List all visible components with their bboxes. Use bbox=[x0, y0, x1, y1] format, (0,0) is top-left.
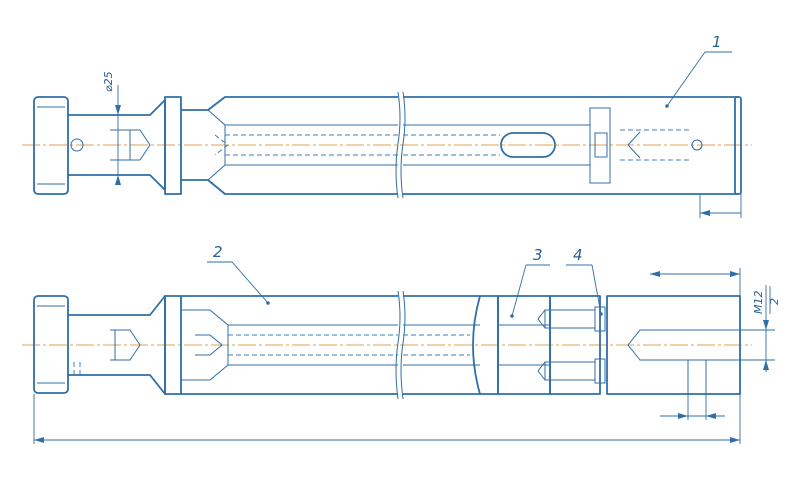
top-body-left bbox=[181, 96, 398, 195]
leader-part-2: 2 bbox=[207, 243, 270, 305]
bottom-body-left bbox=[181, 295, 398, 395]
leader-part-3: 3 bbox=[510, 246, 550, 318]
leader-part-4: 4 bbox=[566, 246, 603, 316]
bottom-view-assembly: 2 3 4 M12 2 bbox=[22, 243, 781, 444]
bottom-body-right bbox=[403, 295, 480, 395]
overall-length-dimension bbox=[33, 394, 741, 444]
part-3-sleeve bbox=[472, 295, 606, 395]
bottom-break-line bbox=[395, 290, 401, 400]
top-break-line bbox=[395, 91, 401, 199]
diameter-label: ⌀25 bbox=[102, 71, 115, 92]
top-body-right bbox=[403, 96, 742, 195]
part-2-label: 2 bbox=[213, 243, 223, 261]
thread-fraction-label: 2 bbox=[768, 298, 781, 305]
diameter-dimension: ⌀25 bbox=[102, 71, 121, 185]
end-block-section bbox=[606, 295, 741, 395]
part-1-label: 1 bbox=[712, 33, 722, 51]
top-head-knob bbox=[33, 96, 69, 195]
bottom-head-knob bbox=[33, 295, 69, 394]
part-3-label: 3 bbox=[533, 246, 543, 264]
thread-dimension: M12 2 bbox=[740, 285, 781, 372]
bottom-collar bbox=[164, 295, 182, 395]
leader-part-1: 1 bbox=[665, 33, 732, 108]
thread-label: M12 bbox=[752, 291, 765, 315]
top-view-assembly: ⌀25 1 bbox=[22, 33, 752, 218]
top-collar bbox=[164, 96, 182, 195]
slot-dimension bbox=[660, 394, 725, 420]
top-right-dimension bbox=[699, 194, 742, 218]
end-block-length-dimension bbox=[650, 268, 741, 296]
part-4-label: 4 bbox=[573, 246, 583, 264]
